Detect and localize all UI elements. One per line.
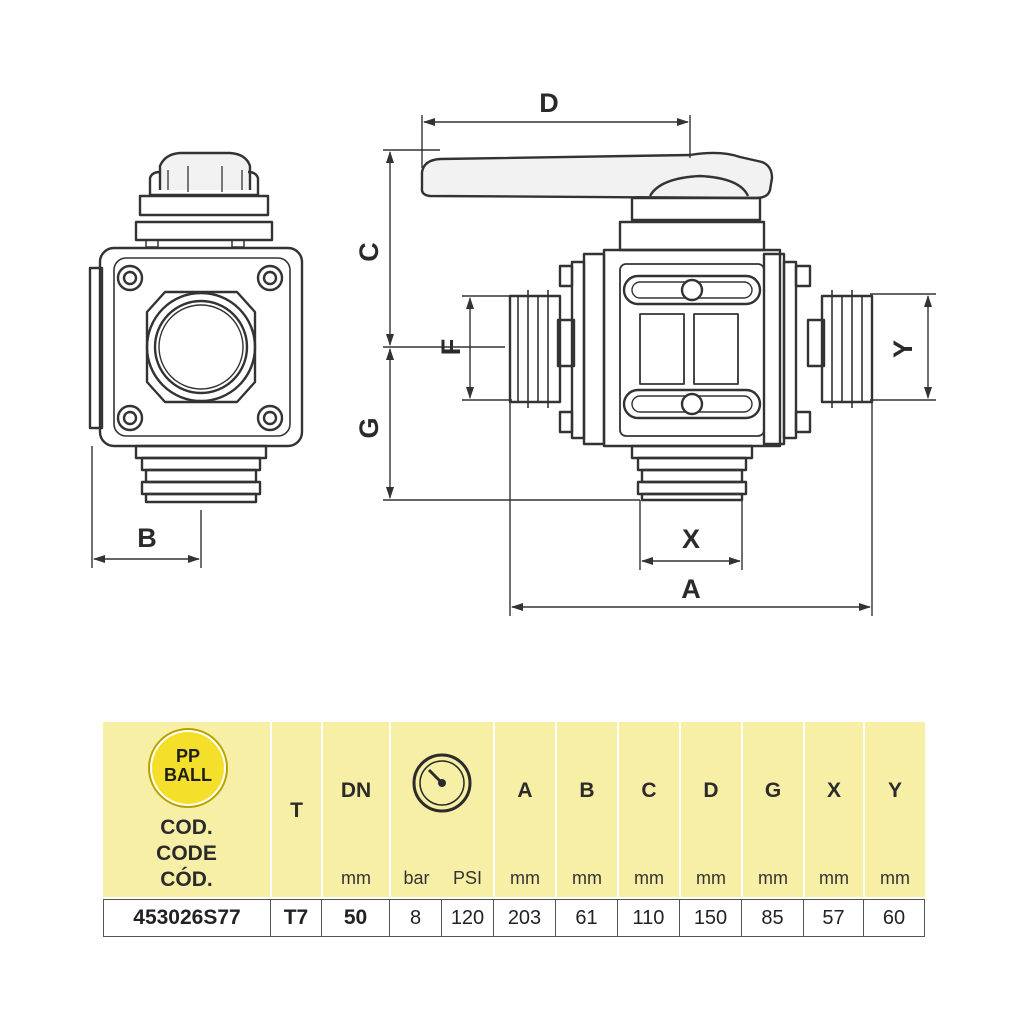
b-unit: mm [572, 868, 602, 888]
cell-x: 57 [804, 899, 864, 937]
pressure-gauge-icon [412, 753, 472, 813]
table-row: 453026S77 T7 50 8 120 203 61 110 150 85 … [103, 899, 925, 939]
code-header: PP BALL COD. CODE CÓD. [103, 722, 270, 897]
a-unit: mm [510, 868, 540, 888]
separator [493, 722, 495, 897]
cell-g: 85 [742, 899, 804, 937]
c-symbol: C [641, 779, 657, 802]
spec-table: PP BALL COD. CODE CÓD. T DN mm bar PSI A… [103, 722, 925, 942]
x-symbol: X [826, 779, 841, 802]
t-header-label: T [290, 799, 303, 822]
pp-ball-badge-icon: PP BALL [148, 728, 228, 808]
separator [270, 722, 272, 897]
cell-psi: 120 [442, 899, 494, 937]
c-header: C mm [619, 722, 679, 897]
x-unit: mm [819, 868, 849, 888]
g-unit: mm [758, 868, 788, 888]
separator [617, 722, 619, 897]
dn-header: DN mm [323, 722, 389, 897]
separator [863, 722, 865, 897]
cell-dn: 50 [322, 899, 390, 937]
y-header: Y mm [865, 722, 925, 897]
t-header: T [272, 722, 321, 897]
y-unit: mm [880, 868, 910, 888]
bar-unit: bar [403, 868, 430, 888]
d-header: D mm [681, 722, 741, 897]
code-label-it: COD. [160, 816, 213, 839]
dn-symbol: DN [340, 779, 372, 802]
separator [321, 722, 323, 897]
dimension-lines [91, 115, 936, 616]
separator [679, 722, 681, 897]
cell-a: 203 [494, 899, 556, 937]
a-header: A mm [495, 722, 555, 897]
cell-c: 110 [618, 899, 680, 937]
a-symbol: A [517, 779, 533, 802]
dim-label-a: A [681, 574, 701, 604]
g-header: G mm [743, 722, 803, 897]
separator [803, 722, 805, 897]
code-label-es: CÓD. [160, 868, 213, 891]
g-symbol: G [764, 779, 782, 802]
psi-unit: PSI [452, 868, 482, 888]
dim-label-c: C [354, 242, 384, 262]
separator [389, 722, 391, 897]
pressure-header: bar PSI [391, 722, 493, 897]
d-symbol: D [703, 779, 719, 802]
dim-label-y: Y [888, 340, 918, 358]
cell-code: 453026S77 [103, 899, 271, 937]
dim-label-d: D [539, 88, 559, 118]
dn-unit: mm [341, 868, 371, 888]
cell-bar: 8 [390, 899, 442, 937]
cell-b: 61 [556, 899, 618, 937]
side-view [88, 151, 304, 504]
header-bg [103, 722, 925, 897]
c-unit: mm [634, 868, 664, 888]
d-unit: mm [696, 868, 726, 888]
cell-y: 60 [864, 899, 925, 937]
separator [741, 722, 743, 897]
separator [555, 722, 557, 897]
dim-label-f: F [436, 339, 466, 356]
x-header: X mm [805, 722, 863, 897]
code-label-en: CODE [156, 842, 217, 865]
dim-label-g: G [354, 417, 384, 438]
y-symbol: Y [887, 779, 902, 802]
valve-technical-drawing: D C G F Y X A B [88, 88, 936, 616]
cell-t: T7 [271, 899, 322, 937]
front-view [420, 151, 874, 502]
cell-d: 150 [680, 899, 742, 937]
dim-label-b: B [137, 523, 157, 553]
badge-line2: BALL [164, 765, 212, 785]
b-header: B mm [557, 722, 617, 897]
b-symbol: B [579, 779, 595, 802]
dim-label-x: X [682, 524, 700, 554]
badge-line1: PP [175, 746, 200, 766]
